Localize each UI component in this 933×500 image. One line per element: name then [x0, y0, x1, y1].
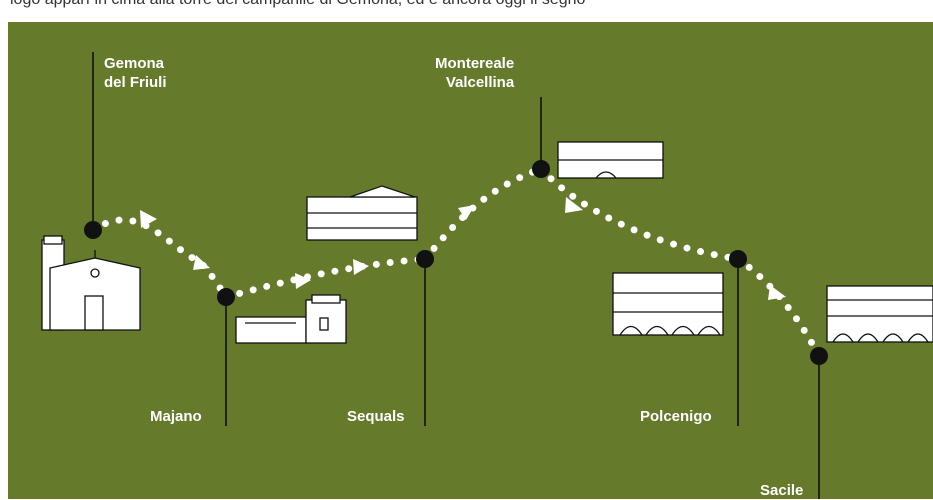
label-sequals: Sequals: [347, 407, 405, 426]
arrow-3: [295, 273, 311, 289]
marker-gemona: [84, 221, 102, 239]
majano-castle-illustration: [235, 294, 347, 344]
label-gemona: Gemona del Friuli: [104, 54, 167, 92]
label-gemona-line1: Gemona: [104, 55, 165, 72]
route-map-panel: [8, 22, 933, 499]
gemona-church-illustration: [41, 235, 141, 331]
label-montereale: Montereale Valcellina: [435, 54, 514, 92]
label-montereale-line1: Montereale: [435, 55, 515, 72]
label-sequals-line1: Sequals: [347, 408, 405, 425]
label-gemona-line2: del Friuli: [104, 74, 167, 91]
label-majano-line1: Majano: [150, 408, 202, 425]
arrow-2: [193, 255, 210, 270]
label-majano: Majano: [150, 407, 202, 426]
sacile-loggia-illustration: [826, 285, 933, 343]
label-sacile: Sacile: [760, 481, 803, 500]
marker-majano: [217, 288, 235, 306]
route-arrows: [140, 197, 786, 300]
arrow-4: [353, 259, 369, 275]
leader-lines: [92, 52, 820, 499]
montereale-building-illustration: [557, 141, 664, 179]
arrow-7: [768, 285, 786, 300]
clipped-caption-text: logo apparì in cima alla torre del campa…: [10, 0, 585, 9]
marker-sacile: [810, 347, 828, 365]
town-markers: [84, 160, 828, 365]
polcenigo-palazzo-illustration: [612, 272, 724, 336]
label-sacile-line1: Sacile: [760, 482, 804, 499]
sequals-villa-illustration: [306, 185, 418, 241]
arrow-1: [140, 210, 157, 228]
clipped-caption: logo apparì in cima alla torre del campa…: [0, 0, 933, 22]
arrow-5: [458, 205, 475, 220]
marker-montereale: [532, 160, 550, 178]
label-polcenigo-line1: Polcenigo: [640, 408, 712, 425]
label-polcenigo: Polcenigo: [640, 407, 712, 426]
building-illustrations: [41, 141, 933, 344]
arrow-6: [565, 197, 583, 213]
marker-sequals: [416, 250, 434, 268]
marker-polcenigo: [729, 250, 747, 268]
label-montereale-line2: Valcellina: [445, 74, 515, 91]
route-path: [89, 165, 823, 360]
